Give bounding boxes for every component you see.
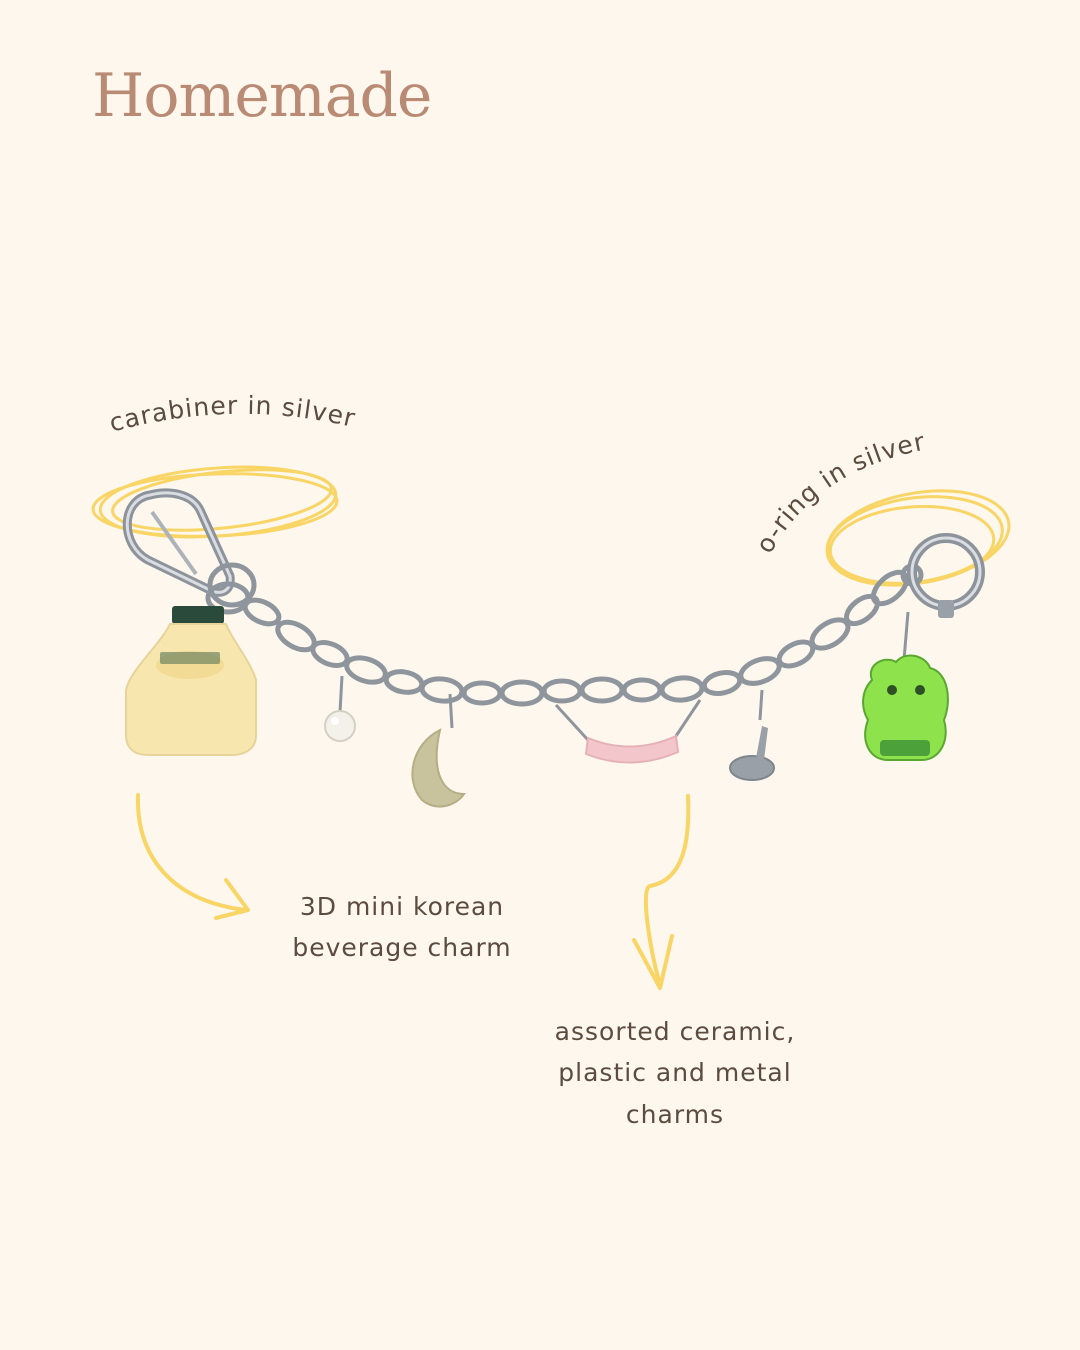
carabiner-label-text: carabiner in silver: [106, 391, 357, 438]
assorted-charms-label: assorted ceramic, plastic and metal char…: [520, 1011, 830, 1135]
oring-label-text: o-ring in silver: [750, 427, 927, 558]
carabiner-highlight-icon: [91, 465, 339, 539]
pink-bead-icon: [554, 699, 702, 764]
frog-charm-icon: [862, 611, 949, 761]
pearl-charm-icon: [324, 675, 356, 742]
o-ring-icon: [907, 533, 985, 618]
rabbit-charm-icon: [729, 689, 775, 781]
carabiner-icon: [122, 488, 235, 597]
assorted-charms-line1: assorted ceramic,: [554, 1017, 796, 1046]
beverage-charm-line2: beverage charm: [292, 933, 512, 963]
assorted-charms-line2: plastic and metal: [558, 1058, 792, 1088]
assorted-charms-line3: charms: [625, 1099, 725, 1129]
squiggle-arrow-icon: [632, 794, 691, 990]
carabiner-label: carabiner in silver: [106, 391, 358, 438]
moon-charm-icon: [411, 693, 466, 808]
beverage-charm-line1: 3D mini korean: [299, 892, 505, 921]
curved-arrow-icon: [135, 793, 250, 920]
oring-label: o-ring in silver: [750, 427, 928, 558]
chain-icon: [207, 562, 924, 707]
bottle-charm-icon: [125, 581, 257, 756]
beverage-charm-label: 3D mini korean beverage charm: [262, 886, 542, 969]
page-title: Homemade: [92, 61, 432, 131]
